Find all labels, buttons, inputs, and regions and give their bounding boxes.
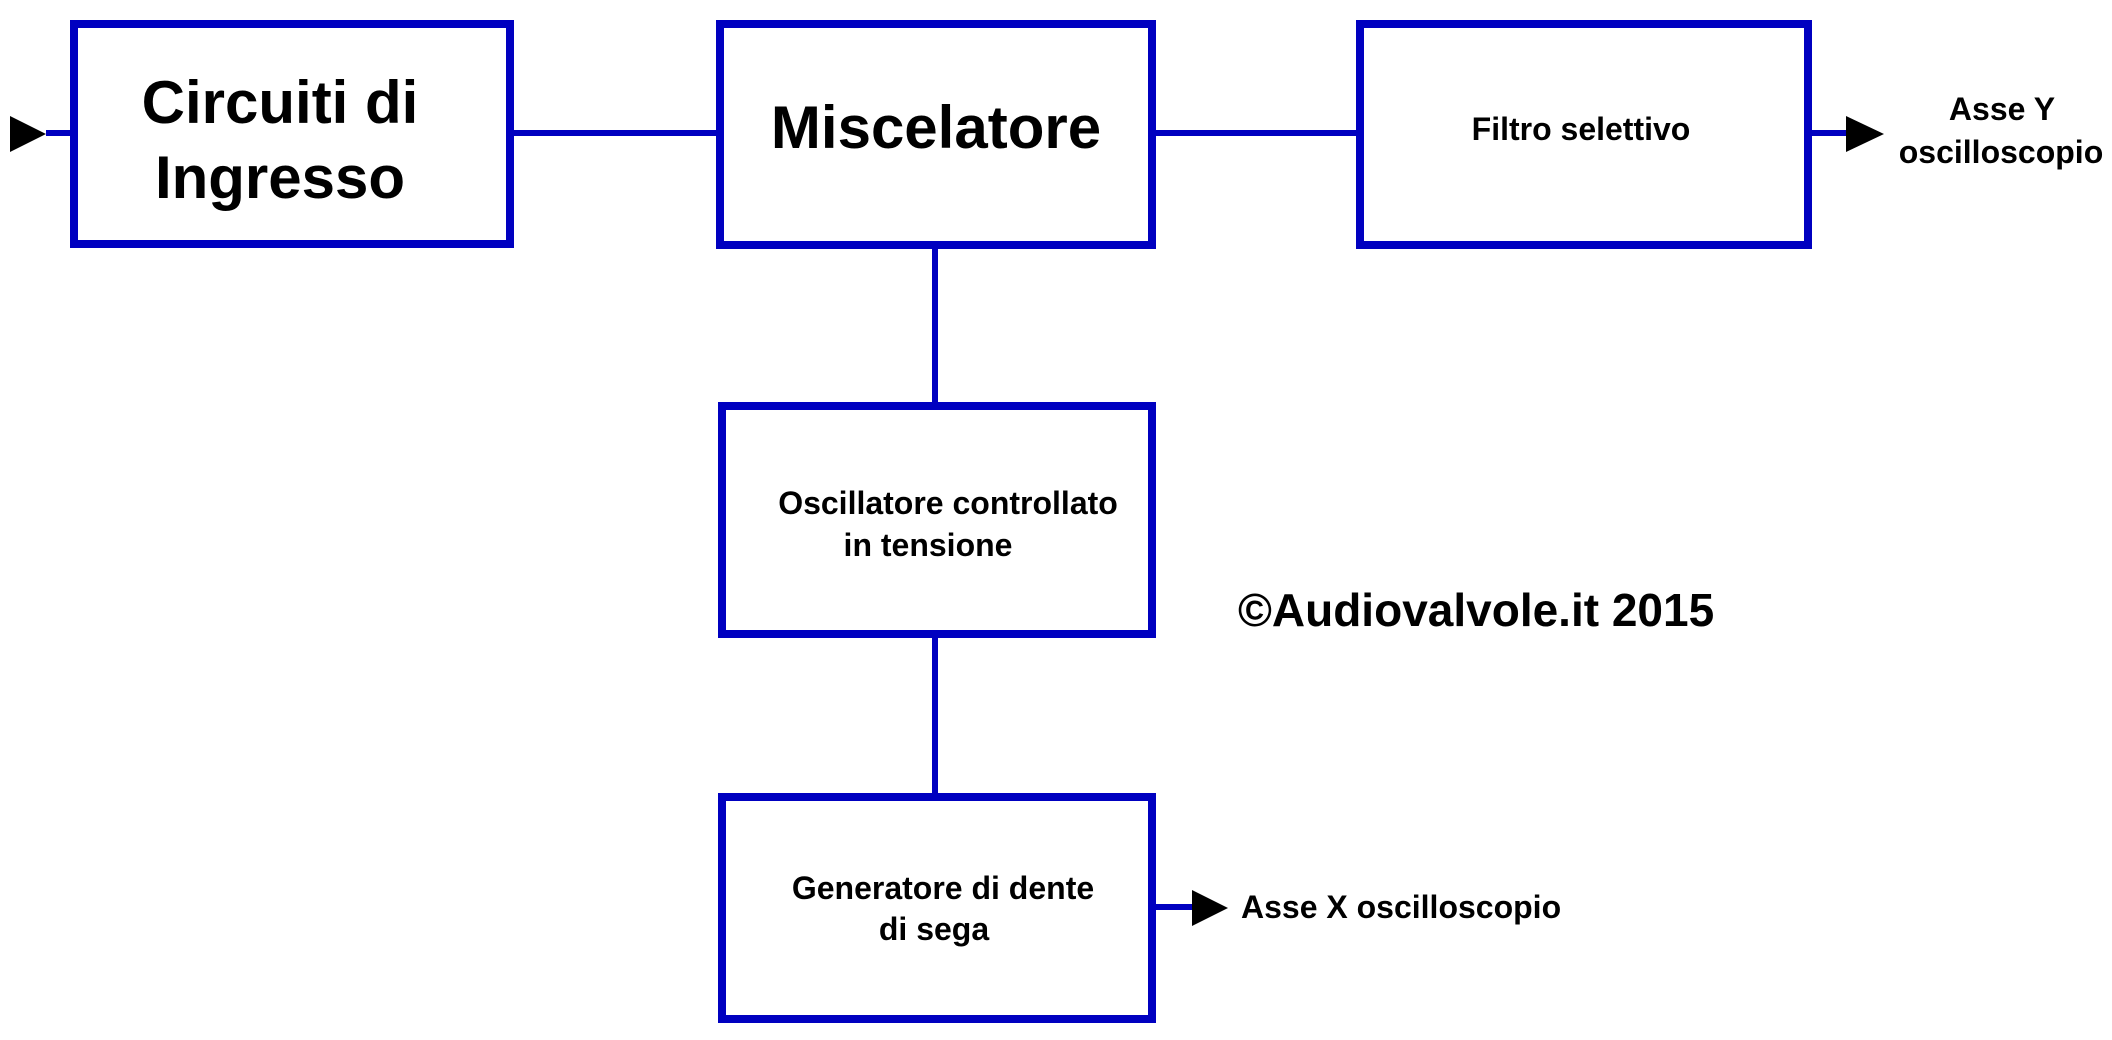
mixer-label: Miscelatore [771, 94, 1101, 161]
y-axis-output-label-line2: oscilloscopio [1899, 134, 2103, 170]
block-mixer: Miscelatore [716, 20, 1156, 249]
x-output-arrow-icon [1192, 890, 1228, 926]
y-output-arrow-icon [1846, 116, 1884, 152]
input-circuits-label-line1: Circuiti di [142, 69, 419, 136]
input-arrow-icon [10, 116, 46, 152]
sawtooth-label-line2: di sega [879, 911, 989, 947]
y-axis-output-label-line1: Asse Y [1949, 91, 2055, 127]
input-circuits-label-line2: Ingresso [155, 144, 405, 211]
vco-label-line1: Oscillatore controllato [778, 485, 1118, 521]
block-input-circuits: Circuiti di Ingresso [70, 20, 514, 248]
sawtooth-label-line1: Generatore di dente [792, 870, 1094, 906]
block-sawtooth-generator: Generatore di dente di sega [718, 793, 1156, 1023]
block-selective-filter: Filtro selettivo [1356, 20, 1812, 249]
selective-filter-label: Filtro selettivo [1472, 111, 1691, 147]
vco-label-line2: in tensione [844, 527, 1013, 563]
x-axis-output-label: Asse X oscilloscopio [1241, 889, 1561, 925]
copyright-text: ©Audiovalvole.it 2015 [1238, 584, 1714, 636]
block-vco: Oscillatore controllato in tensione [718, 402, 1156, 638]
